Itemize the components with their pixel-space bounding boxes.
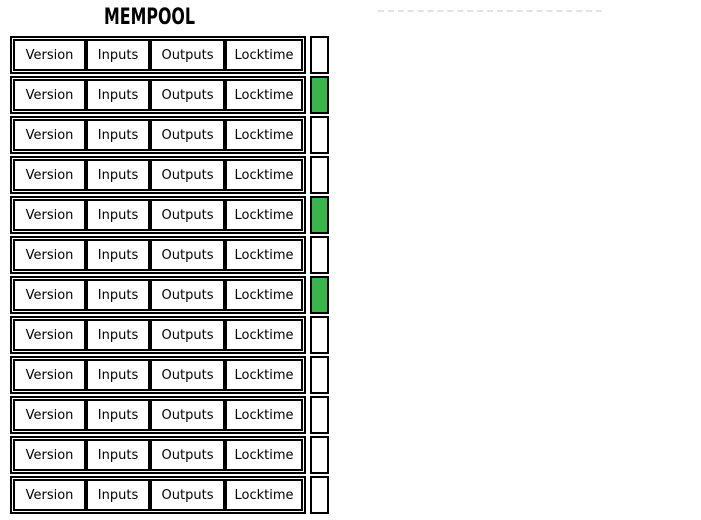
tx-field-inputs: Inputs bbox=[86, 479, 150, 511]
transaction-row[interactable]: Version Inputs Outputs Locktime bbox=[10, 196, 329, 234]
transaction-structure: Version Inputs Outputs Locktime bbox=[10, 236, 306, 274]
tx-field-version: Version bbox=[13, 159, 86, 191]
transaction-structure: Version Inputs Outputs Locktime bbox=[10, 276, 306, 314]
tx-field-outputs: Outputs bbox=[150, 359, 225, 391]
transaction-structure: Version Inputs Outputs Locktime bbox=[10, 476, 306, 514]
tx-field-inputs: Inputs bbox=[86, 399, 150, 431]
tx-field-outputs: Outputs bbox=[150, 479, 225, 511]
tx-field-inputs: Inputs bbox=[86, 239, 150, 271]
tx-status-indicator bbox=[310, 156, 329, 194]
transaction-row[interactable]: Version Inputs Outputs Locktime bbox=[10, 396, 329, 434]
tx-status-indicator bbox=[310, 356, 329, 394]
tx-status-indicator bbox=[310, 196, 329, 234]
tx-status-indicator bbox=[310, 396, 329, 434]
tx-field-version: Version bbox=[13, 479, 86, 511]
transaction-structure: Version Inputs Outputs Locktime bbox=[10, 196, 306, 234]
tx-field-locktime: Locktime bbox=[225, 119, 303, 151]
tx-field-outputs: Outputs bbox=[150, 279, 225, 311]
tx-field-outputs: Outputs bbox=[150, 239, 225, 271]
tx-field-locktime: Locktime bbox=[225, 359, 303, 391]
transaction-structure: Version Inputs Outputs Locktime bbox=[10, 36, 306, 74]
tx-field-version: Version bbox=[13, 119, 86, 151]
tx-field-outputs: Outputs bbox=[150, 159, 225, 191]
transaction-row[interactable]: Version Inputs Outputs Locktime bbox=[10, 276, 329, 314]
tx-status-indicator bbox=[310, 316, 329, 354]
tx-field-version: Version bbox=[13, 239, 86, 271]
transaction-structure: Version Inputs Outputs Locktime bbox=[10, 76, 306, 114]
tx-field-locktime: Locktime bbox=[225, 199, 303, 231]
tx-field-inputs: Inputs bbox=[86, 119, 150, 151]
tx-field-outputs: Outputs bbox=[150, 199, 225, 231]
transaction-row[interactable]: Version Inputs Outputs Locktime bbox=[10, 76, 329, 114]
tx-field-version: Version bbox=[13, 279, 86, 311]
tx-field-version: Version bbox=[13, 439, 86, 471]
tx-field-locktime: Locktime bbox=[225, 239, 303, 271]
tx-field-locktime: Locktime bbox=[225, 279, 303, 311]
transaction-structure: Version Inputs Outputs Locktime bbox=[10, 316, 306, 354]
transaction-row[interactable]: Version Inputs Outputs Locktime bbox=[10, 156, 329, 194]
tx-field-outputs: Outputs bbox=[150, 119, 225, 151]
tx-field-locktime: Locktime bbox=[225, 439, 303, 471]
transaction-row[interactable]: Version Inputs Outputs Locktime bbox=[10, 116, 329, 154]
tx-status-indicator bbox=[310, 116, 329, 154]
tx-field-version: Version bbox=[13, 399, 86, 431]
mempool-title: MEMPOOL bbox=[104, 5, 195, 30]
transaction-row[interactable]: Version Inputs Outputs Locktime bbox=[10, 236, 329, 274]
tx-status-indicator bbox=[310, 276, 329, 314]
tx-field-outputs: Outputs bbox=[150, 39, 225, 71]
transaction-row[interactable]: Version Inputs Outputs Locktime bbox=[10, 36, 329, 74]
mempool-rows: Version Inputs Outputs Locktime Version … bbox=[10, 36, 329, 514]
transaction-row[interactable]: Version Inputs Outputs Locktime bbox=[10, 436, 329, 474]
tx-field-locktime: Locktime bbox=[225, 159, 303, 191]
tx-status-indicator bbox=[310, 36, 329, 74]
tx-field-version: Version bbox=[13, 79, 86, 111]
transaction-row[interactable]: Version Inputs Outputs Locktime bbox=[10, 316, 329, 354]
tx-field-inputs: Inputs bbox=[86, 359, 150, 391]
transaction-row[interactable]: Version Inputs Outputs Locktime bbox=[10, 356, 329, 394]
tx-field-outputs: Outputs bbox=[150, 319, 225, 351]
tx-status-indicator bbox=[310, 76, 329, 114]
transaction-structure: Version Inputs Outputs Locktime bbox=[10, 436, 306, 474]
tx-field-inputs: Inputs bbox=[86, 439, 150, 471]
tx-field-version: Version bbox=[13, 359, 86, 391]
tx-field-version: Version bbox=[13, 319, 86, 351]
transaction-structure: Version Inputs Outputs Locktime bbox=[10, 356, 306, 394]
tx-field-outputs: Outputs bbox=[150, 439, 225, 471]
tx-field-version: Version bbox=[13, 199, 86, 231]
tx-field-inputs: Inputs bbox=[86, 199, 150, 231]
transaction-structure: Version Inputs Outputs Locktime bbox=[10, 156, 306, 194]
tx-field-locktime: Locktime bbox=[225, 319, 303, 351]
tx-field-version: Version bbox=[13, 39, 86, 71]
tx-field-inputs: Inputs bbox=[86, 159, 150, 191]
tx-field-locktime: Locktime bbox=[225, 39, 303, 71]
transaction-structure: Version Inputs Outputs Locktime bbox=[10, 396, 306, 434]
transaction-row[interactable]: Version Inputs Outputs Locktime bbox=[10, 476, 329, 514]
tx-field-locktime: Locktime bbox=[225, 79, 303, 111]
tx-field-locktime: Locktime bbox=[225, 399, 303, 431]
tx-field-outputs: Outputs bbox=[150, 399, 225, 431]
tx-field-locktime: Locktime bbox=[225, 479, 303, 511]
transaction-structure: Version Inputs Outputs Locktime bbox=[10, 116, 306, 154]
tx-field-outputs: Outputs bbox=[150, 79, 225, 111]
tx-status-indicator bbox=[310, 236, 329, 274]
tx-status-indicator bbox=[310, 476, 329, 514]
tx-field-inputs: Inputs bbox=[86, 279, 150, 311]
tx-field-inputs: Inputs bbox=[86, 319, 150, 351]
tx-field-inputs: Inputs bbox=[86, 39, 150, 71]
tx-field-inputs: Inputs bbox=[86, 79, 150, 111]
tx-status-indicator bbox=[310, 436, 329, 474]
block-divider-line bbox=[378, 10, 602, 12]
